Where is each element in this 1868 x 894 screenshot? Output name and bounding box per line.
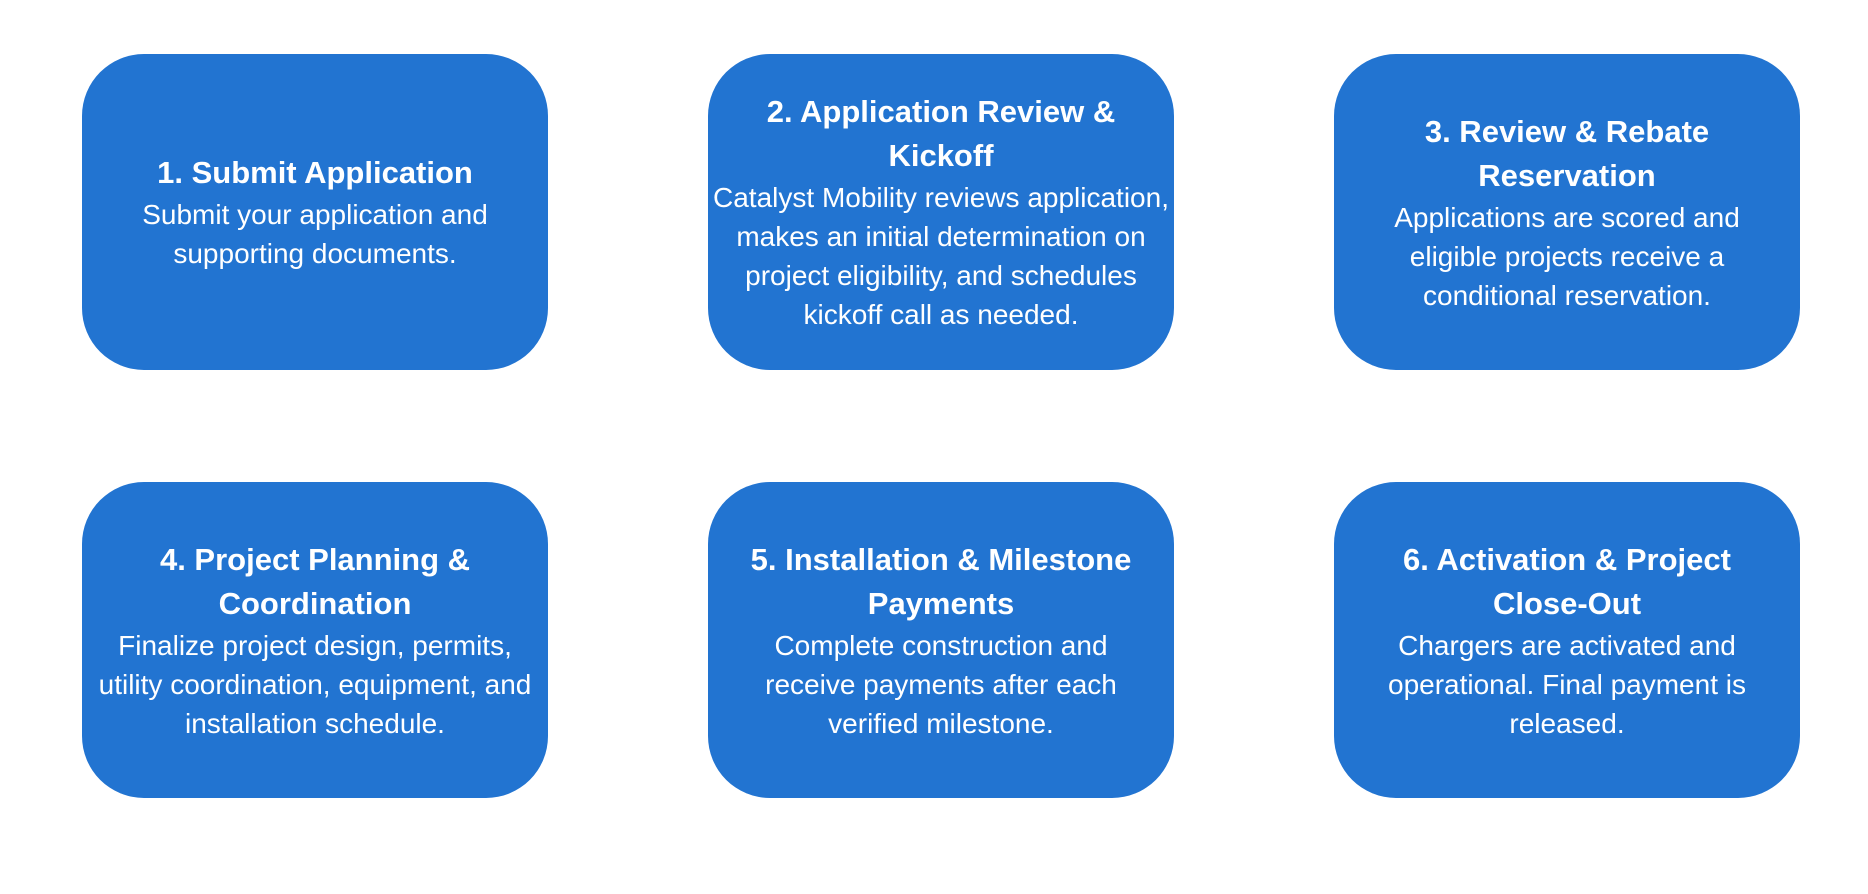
step-title: 4. Project Planning & Coordination — [159, 541, 471, 621]
step-description: Applications are scored and eligible pro… — [1394, 201, 1740, 311]
step-card-installation-milestone-payments: 5. Installation & Milestone Payments Com… — [708, 482, 1174, 798]
step-card-review-rebate-reservation: 3. Review & Rebate Reservation Applicati… — [1334, 54, 1800, 370]
step-card-project-planning-coordination: 4. Project Planning & Coordination Final… — [82, 482, 548, 798]
step-description: Submit your application and supporting d… — [142, 199, 488, 269]
step-description: Chargers are activated and operational. … — [1388, 629, 1746, 739]
step-card-application-review-kickoff: 2. Application Review & Kickoff Catalyst… — [708, 54, 1174, 370]
step-description: Finalize project design, permits, utilit… — [98, 629, 532, 739]
step-description: Catalyst Mobility reviews application, m… — [713, 182, 1169, 330]
step-title: 1. Submit Application — [157, 155, 473, 190]
step-description: Complete construction and receive paymen… — [765, 629, 1117, 739]
step-title: 5. Installation & Milestone Payments — [750, 541, 1132, 621]
step-card-activation-project-close-out: 6. Activation & Project Close-Out Charge… — [1334, 482, 1800, 798]
step-title: 2. Application Review & Kickoff — [766, 94, 1116, 173]
step-card-submit-application: 1. Submit Application Submit your applic… — [82, 54, 548, 370]
step-title: 6. Activation & Project Close-Out — [1403, 541, 1731, 621]
step-title: 3. Review & Rebate Reservation — [1424, 113, 1710, 193]
